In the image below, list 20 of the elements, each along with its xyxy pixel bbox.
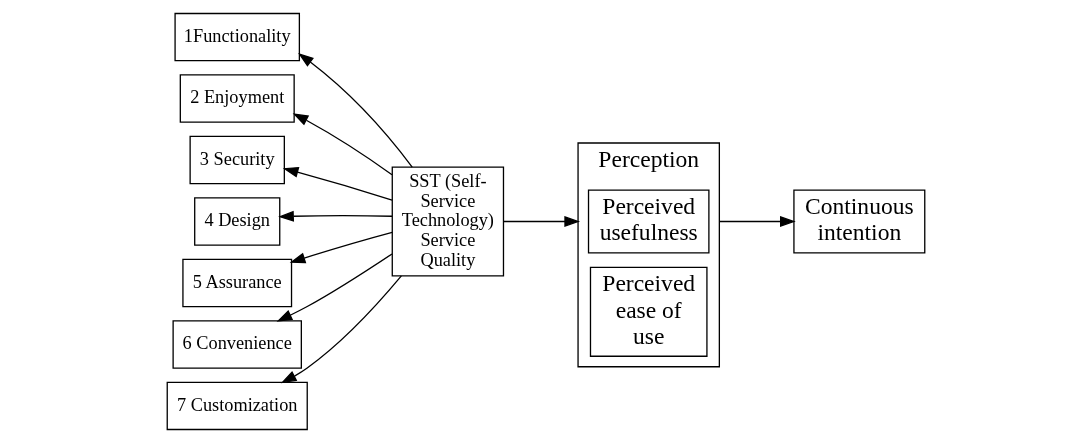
node-box: 7 Customization <box>166 381 308 431</box>
arrow <box>718 216 796 227</box>
node-box: 4 Design <box>194 197 281 246</box>
arrow <box>289 231 393 264</box>
node-box: 1Functionality <box>174 12 301 62</box>
arrow <box>276 253 393 322</box>
node-box: 6 Convenience <box>172 320 302 369</box>
arrow <box>280 275 402 384</box>
node-box: 3 Security <box>189 135 285 185</box>
arrow <box>298 53 413 168</box>
node-box: 2 Enjoyment <box>179 74 295 123</box>
node-box: Perceived usefulness <box>587 189 710 254</box>
node-box: Perceived ease of use <box>589 266 708 357</box>
arrow <box>278 210 393 222</box>
arrow <box>282 166 393 201</box>
node-box: 5 Assurance <box>182 258 293 308</box>
arrow <box>292 113 393 176</box>
arrow <box>503 216 581 227</box>
node-box: Continuous intention <box>793 189 926 254</box>
node-box: SST (Self-Service Technology) Service Quality <box>391 166 505 277</box>
